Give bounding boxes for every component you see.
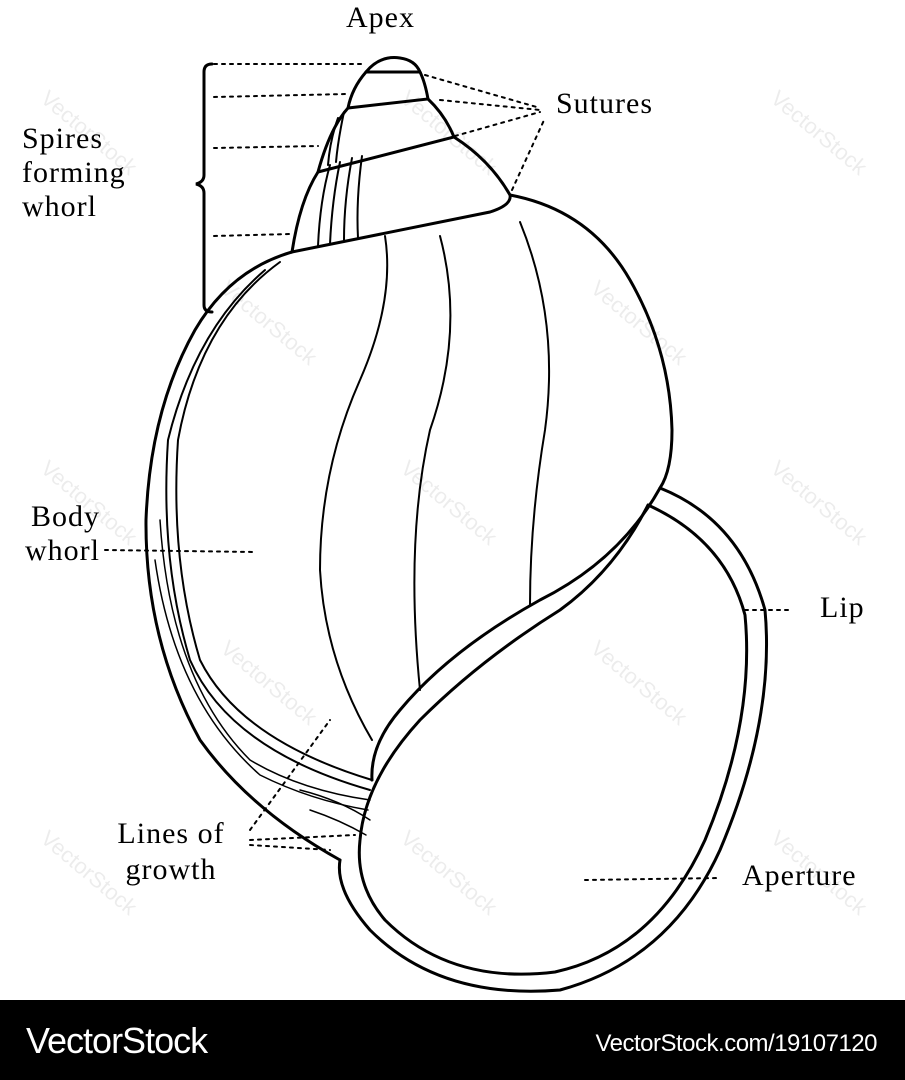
spire-bracket [195,62,214,314]
label-apex: Apex [346,1,415,34]
body-whorl [144,193,768,993]
leader-lines [104,63,791,881]
footer-url: VectorStock.com/19107120 [595,1030,877,1057]
label-spires-line: Spires [22,122,103,155]
label-lines-of-growth: Lines of growth [96,816,246,888]
snail-shell-illustration [104,56,791,993]
label-lines-of-growth-line: growth [125,853,217,886]
label-aperture: Aperture [742,859,857,892]
label-lines-of-growth-line: Lines of [117,817,225,850]
label-body-whorl-line: Body [30,500,100,533]
label-spires-line: whorl [22,190,97,223]
label-spires: Spires forming whorl [22,122,126,224]
label-body-whorl-line: whorl [25,534,100,567]
footer-bar: VectorStock VectorStock.com/19107120 [0,1000,905,1080]
spire [290,56,512,254]
footer-brand: VectorStock [26,1020,208,1061]
label-sutures: Sutures [556,87,653,120]
label-body-whorl: Body whorl [4,500,100,568]
label-lip: Lip [820,591,865,624]
label-spires-line: forming [22,156,126,189]
